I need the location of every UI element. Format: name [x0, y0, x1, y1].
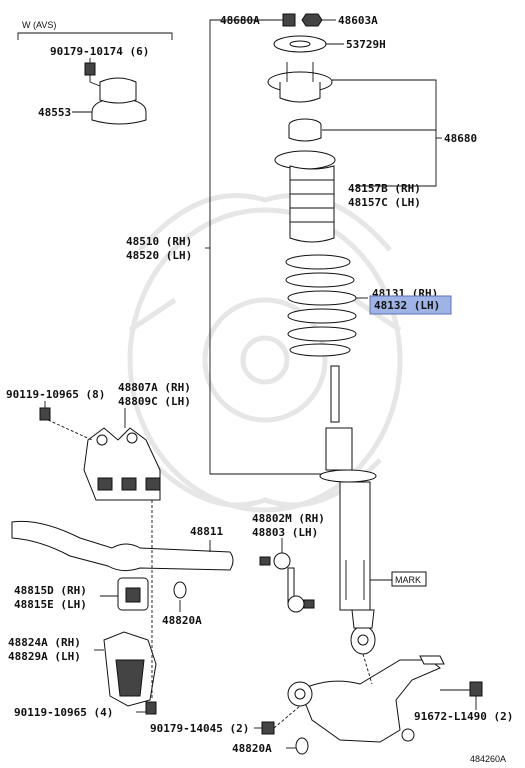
part-number-label: 48603A [338, 14, 378, 27]
part-number-label: 48157B (RH) [348, 182, 421, 195]
part-48824a-bracket[interactable]: 48824A (RH) 48829A (LH) [8, 500, 157, 707]
part-number-label: 48553 [38, 106, 71, 119]
part-48680-mount[interactable]: 48680 [267, 62, 477, 187]
part-48603a-nut[interactable]: 48603A [301, 13, 378, 27]
part-48510-strut-bracket: 48510 (RH) 48520 (LH) [126, 19, 330, 475]
part-number-label: 48811 [190, 525, 223, 538]
part-number-label: 48132 (LH) [374, 299, 440, 312]
part-48811-stabilizer-bar[interactable]: 48811 [11, 520, 234, 572]
part-48131-coil-spring[interactable]: 48131 (RH) 48132 (LH) [285, 254, 452, 357]
part-number-label: 48157C (LH) [348, 196, 421, 209]
part-number-label: MARK [395, 575, 421, 585]
part-number-label: 48820A [232, 742, 272, 755]
part-90119-10965-bolt-4[interactable]: 90119-10965 (4) [14, 701, 157, 719]
part-number-label: 53729H [346, 38, 386, 51]
part-number-label: 48820A [162, 614, 202, 627]
part-number-label: 48815E (LH) [14, 598, 87, 611]
part-number-label: 91672-L1490 (2) [414, 710, 513, 723]
part-number-label: 90119-10965 (8) [6, 388, 105, 401]
part-number-label: 48510 (RH) [126, 235, 192, 248]
part-number-label: 48802M (RH) [252, 512, 325, 525]
part-number-label: 48824A (RH) [8, 636, 81, 649]
part-48157-boot[interactable]: 48157B (RH) 48157C (LH) [274, 150, 421, 243]
part-91672-l1490-bolt[interactable]: 91672-L1490 (2) [414, 681, 513, 723]
part-number-label: 48803 (LH) [252, 526, 318, 539]
part-number-label: 90119-10965 (4) [14, 706, 113, 719]
part-48807a-bracket[interactable]: 48807A (RH) 48809C (LH) [83, 381, 191, 501]
part-number-label: 90179-14045 (2) [150, 722, 249, 735]
highlight-48132 [369, 295, 452, 315]
part-48815d-bushing[interactable]: 48815D (RH) 48815E (LH) [14, 577, 149, 611]
part-48820a-lower[interactable]: 48820A [232, 737, 309, 755]
part-number-label: 48680A [220, 14, 260, 27]
part-90119-10965-bolt-8[interactable]: 90119-10965 (8) [6, 388, 105, 441]
watermark-emblem [127, 193, 403, 513]
part-number-label: 48815D (RH) [14, 584, 87, 597]
part-number-label: 48829A (LH) [8, 650, 81, 663]
part-number-label: 48520 (LH) [126, 249, 192, 262]
avs-group-label: W (AVS) [22, 20, 56, 30]
part-53729h-plate[interactable]: 53729H [273, 35, 386, 53]
part-number-label: 48807A (RH) [118, 381, 191, 394]
part-number-label: 48680 [444, 132, 477, 145]
part-48553[interactable]: 48553 90179-10174 (6) [38, 45, 149, 125]
diagram-id: 484260A [470, 754, 506, 764]
avs-group-bracket: W (AVS) [17, 20, 173, 40]
part-48802m-stabilizer-link[interactable]: 48802M (RH) 48803 (LH) [252, 512, 325, 613]
part-90179-14045-nut[interactable]: 90179-14045 (2) [150, 705, 301, 735]
part-48510-shock-absorber[interactable]: MARK [319, 365, 427, 655]
part-48820a-upper[interactable]: 48820A [162, 581, 202, 627]
part-number-label: 90179-10174 (6) [50, 45, 149, 58]
part-lower-arm[interactable] [287, 653, 445, 743]
part-number-label: 48809C (LH) [118, 395, 191, 408]
part-48680a-nut[interactable]: 48680A [220, 13, 296, 27]
